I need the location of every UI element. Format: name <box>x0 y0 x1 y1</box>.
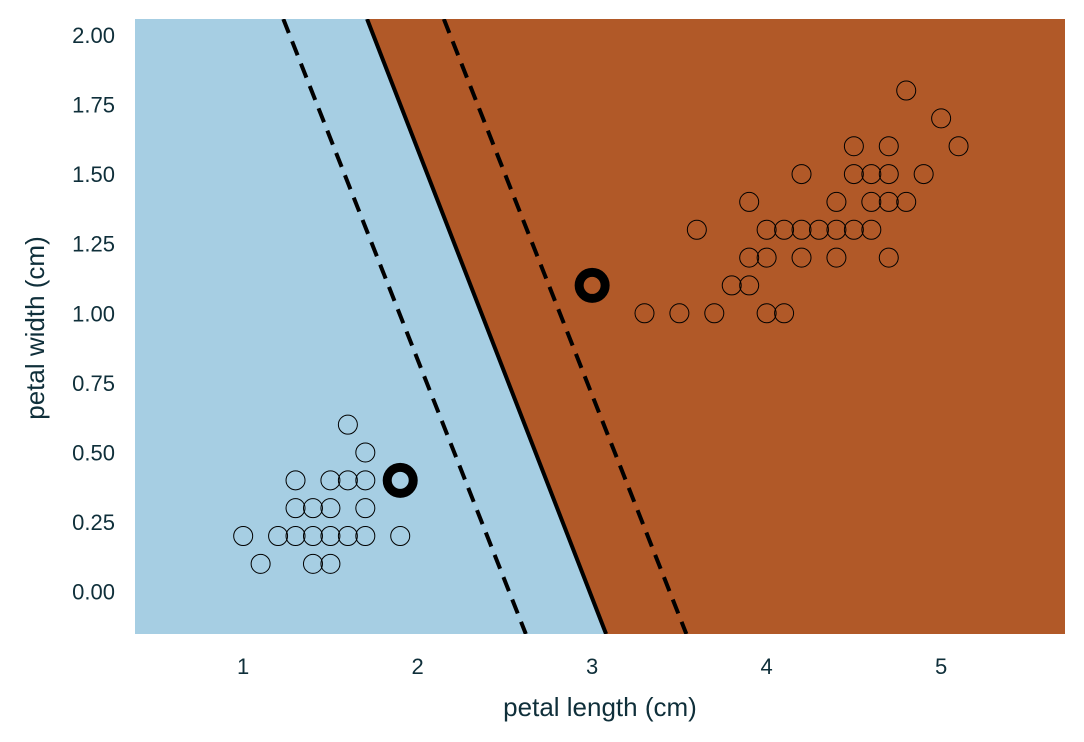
data-point <box>878 191 899 212</box>
data-point <box>337 526 358 547</box>
data-point <box>355 498 376 519</box>
data-point <box>285 526 306 547</box>
data-point <box>861 219 882 240</box>
x-tick-label: 1 <box>237 654 249 679</box>
x-tick-label: 5 <box>935 654 947 679</box>
data-point <box>774 303 795 324</box>
y-axis-label: petal width (cm) <box>20 236 50 420</box>
y-tick-label: 0.50 <box>72 440 115 465</box>
data-point <box>320 553 341 574</box>
y-tick-label: 0.25 <box>72 510 115 535</box>
y-tick-label: 0.00 <box>72 580 115 605</box>
data-point <box>843 164 864 185</box>
data-point <box>791 219 812 240</box>
data-point <box>704 303 725 324</box>
margin-line-lower <box>281 19 528 634</box>
data-point <box>843 219 864 240</box>
data-points <box>233 80 969 574</box>
x-axis-label: petal length (cm) <box>503 692 697 722</box>
data-point <box>861 164 882 185</box>
data-point <box>634 303 655 324</box>
data-point <box>948 136 969 157</box>
data-point <box>250 553 271 574</box>
data-point <box>931 108 952 129</box>
data-point <box>302 498 323 519</box>
data-point <box>896 80 917 101</box>
y-tick-label: 1.50 <box>72 162 115 187</box>
plot-area <box>135 19 1065 634</box>
data-point <box>337 414 358 435</box>
data-point <box>390 526 411 547</box>
data-point <box>739 247 760 268</box>
setosa-region <box>135 19 607 634</box>
decision-boundary-line <box>365 19 608 634</box>
data-point <box>302 553 323 574</box>
data-point <box>878 136 899 157</box>
y-tick-label: 0.75 <box>72 371 115 396</box>
data-point <box>826 247 847 268</box>
data-point <box>843 136 864 157</box>
data-point <box>355 470 376 491</box>
data-point <box>320 498 341 519</box>
data-point <box>285 498 306 519</box>
y-tick-label: 2.00 <box>72 23 115 48</box>
y-axis-ticks: 0.00 0.25 0.50 0.75 1.00 1.25 1.50 1.75 2.00 <box>72 23 115 605</box>
data-point <box>791 247 812 268</box>
data-point <box>233 526 254 547</box>
data-point <box>913 164 934 185</box>
data-point <box>896 191 917 212</box>
data-point <box>721 275 742 296</box>
data-point <box>739 191 760 212</box>
data-point <box>320 470 341 491</box>
data-point <box>826 191 847 212</box>
data-point <box>774 219 795 240</box>
data-point <box>320 526 341 547</box>
data-point <box>791 164 812 185</box>
data-point <box>285 470 306 491</box>
data-point <box>355 526 376 547</box>
x-axis-ticks: 1 2 3 4 5 <box>237 654 947 679</box>
x-tick-label: 2 <box>412 654 424 679</box>
data-point <box>756 303 777 324</box>
data-point <box>302 526 323 547</box>
y-tick-label: 1.00 <box>72 301 115 326</box>
data-point <box>808 219 829 240</box>
support-vectors <box>382 267 610 498</box>
margin-line-upper <box>441 19 689 634</box>
x-tick-label: 4 <box>761 654 773 679</box>
data-point <box>337 470 358 491</box>
y-tick-label: 1.75 <box>72 92 115 117</box>
data-point <box>861 191 882 212</box>
data-point <box>268 526 289 547</box>
support-vector-point <box>574 267 610 303</box>
data-point <box>878 164 899 185</box>
x-tick-label: 3 <box>586 654 598 679</box>
data-point <box>878 247 899 268</box>
data-point <box>355 442 376 463</box>
data-point <box>826 219 847 240</box>
data-point <box>756 247 777 268</box>
data-point <box>686 219 707 240</box>
y-tick-label: 1.25 <box>72 232 115 257</box>
data-point <box>669 303 690 324</box>
data-point <box>739 275 760 296</box>
data-point <box>756 219 777 240</box>
support-vector-point <box>382 462 418 498</box>
